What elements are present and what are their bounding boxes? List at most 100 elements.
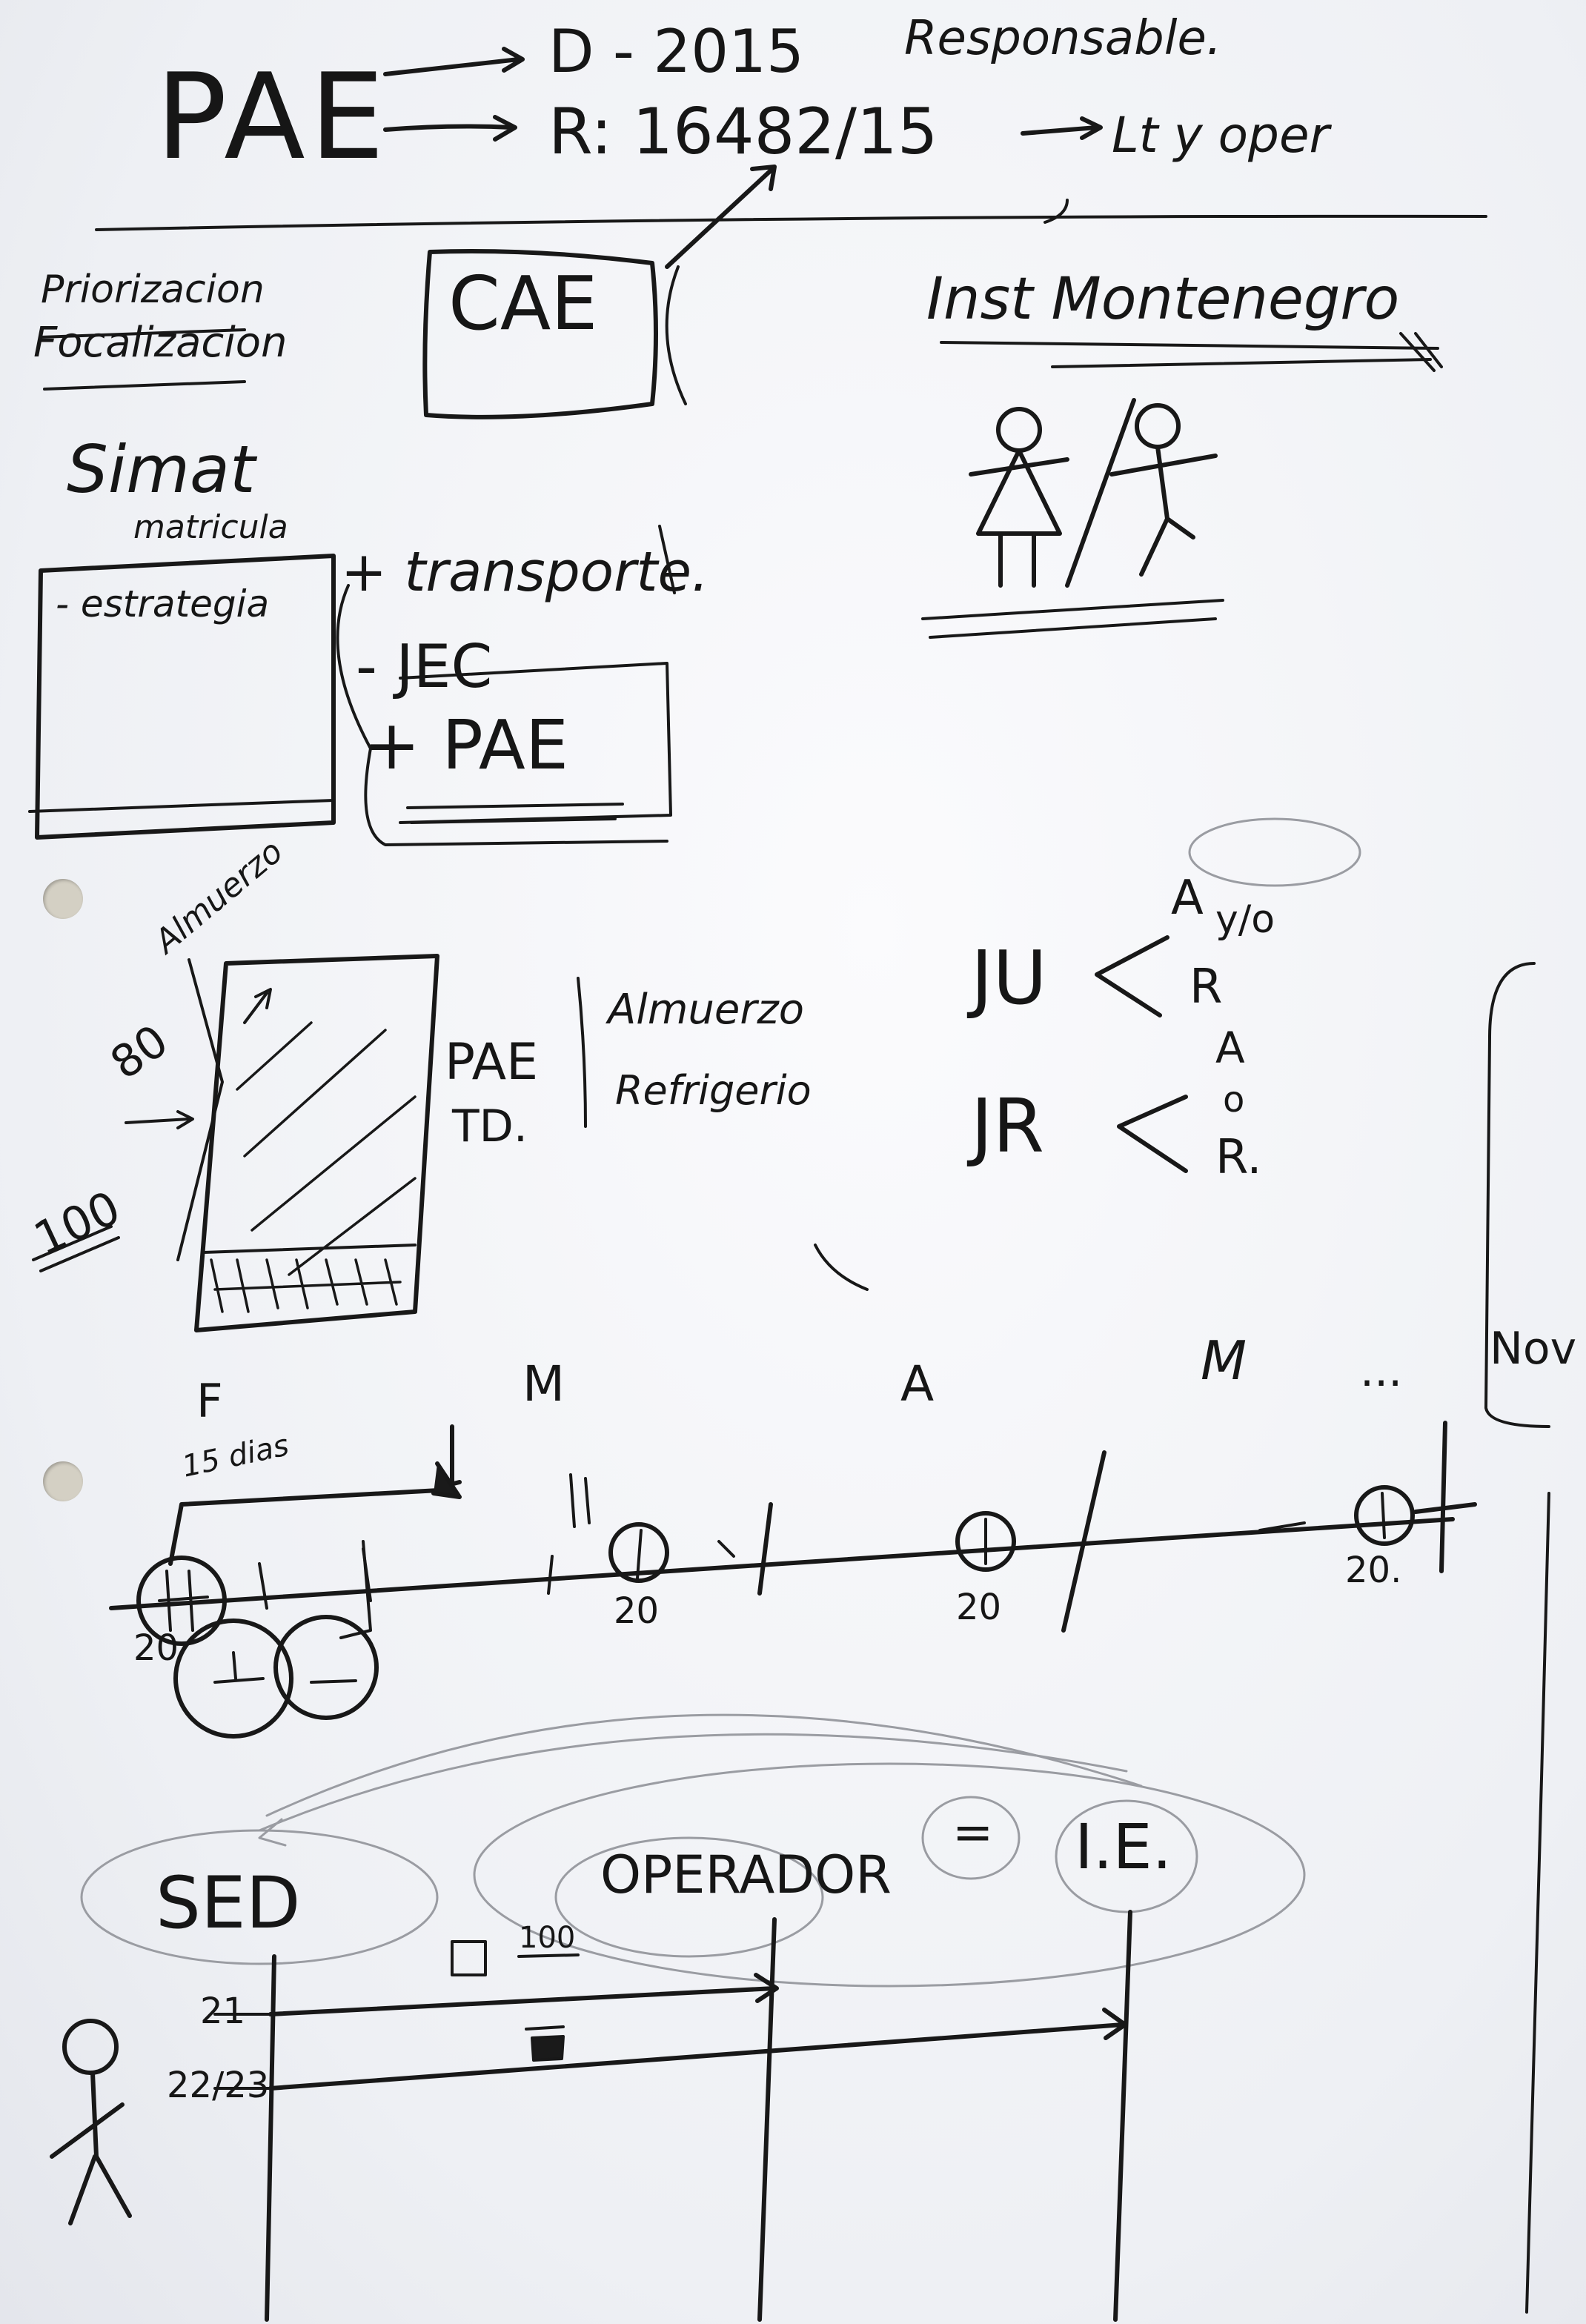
faint-arc-2 (258, 1733, 1128, 1832)
cluster-circle-2 (173, 1618, 293, 1739)
underline-100-actors (517, 1953, 580, 1958)
strategy-bracket (336, 584, 668, 846)
cluster-circle-2-mark (213, 1651, 265, 1684)
jr-label: JR (971, 1083, 1044, 1169)
right-bracket-bottom (1525, 1492, 1550, 2314)
timeline-ii (569, 1473, 591, 1528)
almuerzo-left-edge (176, 958, 224, 1261)
mark-x (243, 988, 272, 1024)
msg-2223 (268, 2008, 1127, 2091)
right-bracket-top (1484, 962, 1550, 1428)
twenty-2: 20 (614, 1590, 660, 1632)
arrow-cae-resolution (665, 165, 777, 269)
person-body (50, 2071, 132, 2225)
arrow-80 (125, 1110, 194, 1129)
timeline-arrow-end (1258, 1521, 1306, 1532)
ju-chevron (1095, 935, 1169, 1017)
arrow-to-decree (383, 47, 525, 76)
month-f: F (196, 1374, 223, 1428)
msg-date-ticks (213, 2013, 272, 2090)
underline-inst-1 (940, 341, 1439, 350)
cae-label: CAE (448, 260, 598, 347)
simat-label: Simat (67, 431, 256, 508)
pae-td-td: TD. (452, 1100, 528, 1152)
timeline-tick-m (757, 1502, 773, 1596)
almuerzo-box (194, 954, 439, 1332)
twenty-4: 20. (1345, 1550, 1402, 1591)
timeline-circle-1-mark (636, 1529, 643, 1580)
matricula-label: matricula (133, 508, 288, 546)
ju-label: JU (971, 934, 1047, 1021)
ju-yo: y/o (1215, 897, 1275, 942)
underline-100 (32, 1225, 120, 1272)
divider-tick (1043, 199, 1069, 224)
actor-sed: SED (156, 1862, 301, 1945)
header-divider (95, 214, 1487, 231)
sed-lifeline (265, 1954, 276, 2322)
underline-focalizacion (43, 380, 246, 391)
girl-head (996, 407, 1042, 453)
underline-priorizacion (39, 328, 246, 339)
cluster-bracket (339, 1540, 372, 1639)
eq-oval (921, 1796, 1021, 1880)
underline-inst-marks (1399, 332, 1443, 372)
msg-21 (268, 1973, 779, 2016)
strategy-pae-label: + PAE (363, 706, 568, 785)
figures-underline (921, 599, 1224, 639)
almuerzo-option: Almuerzo (608, 986, 805, 1034)
pae-underline (406, 803, 624, 824)
punch-hole-bottom (43, 1461, 83, 1501)
sed-oval (80, 1829, 439, 1965)
month-nov: Nov (1490, 1323, 1577, 1375)
ju-r: R (1190, 960, 1223, 1015)
resolution-label: R: 16482/15 (548, 95, 938, 169)
figures-divider (1065, 398, 1136, 588)
timeline-circle-3-mark (1381, 1492, 1386, 1539)
ju-a: A (1171, 871, 1204, 926)
jr-a: A (1215, 1023, 1245, 1073)
priorizacion-note: Priorizacion (41, 268, 265, 312)
15dias-arrowhead (431, 1461, 462, 1499)
cae-box (422, 249, 658, 419)
scribble-ellipse (1188, 817, 1361, 887)
faint-arc-1 (265, 1713, 1143, 1817)
month-m-1: M (522, 1355, 565, 1412)
strategy-tick (658, 525, 676, 594)
operador-oval (554, 1836, 824, 1958)
refrigerio-option: Refrigerio (615, 1067, 812, 1114)
boy-figure (1109, 445, 1218, 577)
ie-lifeline (1113, 1910, 1132, 2322)
punch-hole-top (43, 879, 83, 919)
arrow-to-resolution (383, 115, 517, 142)
timeline-tick-a (1061, 1450, 1106, 1633)
pae-brace (577, 977, 587, 1128)
focalizacion-note: Focalizacion (33, 319, 288, 367)
cluster-circle-1 (136, 1556, 227, 1646)
jr-r: R. (1215, 1130, 1262, 1185)
actor-operador: OPERADOR (600, 1845, 892, 1905)
ie-oval (1055, 1799, 1198, 1913)
twenty-3: 20 (956, 1587, 1002, 1628)
cae-bracket (665, 265, 687, 405)
jr-chevron (1117, 1095, 1188, 1173)
actor-equals: = (952, 1804, 994, 1861)
almuerzo-hatch (236, 1021, 417, 1276)
cluster-circle-1-fill (158, 1570, 209, 1632)
small-mark (814, 1244, 869, 1291)
timeline-circle-3 (1354, 1485, 1415, 1546)
estrategia-label: - estrategia (56, 582, 270, 625)
arrow-to-lt (1021, 116, 1103, 140)
person-head (62, 2019, 119, 2075)
large-oval (473, 1762, 1306, 1988)
underline-inst-2 (1051, 358, 1432, 368)
refrigerio-hatch (210, 1258, 402, 1313)
faint-arrowhead (258, 1818, 287, 1847)
date-22-23: 22/23 (167, 2065, 270, 2106)
month-a: A (900, 1355, 935, 1412)
box-icon (451, 1940, 487, 1976)
girl-figure (969, 448, 1069, 588)
estrategia-baseline (28, 799, 335, 813)
basket-icon (525, 2025, 565, 2062)
value-100-actors: 100 (519, 1921, 576, 1955)
inst-montenegro-label: Inst Montenegro (926, 266, 1400, 333)
